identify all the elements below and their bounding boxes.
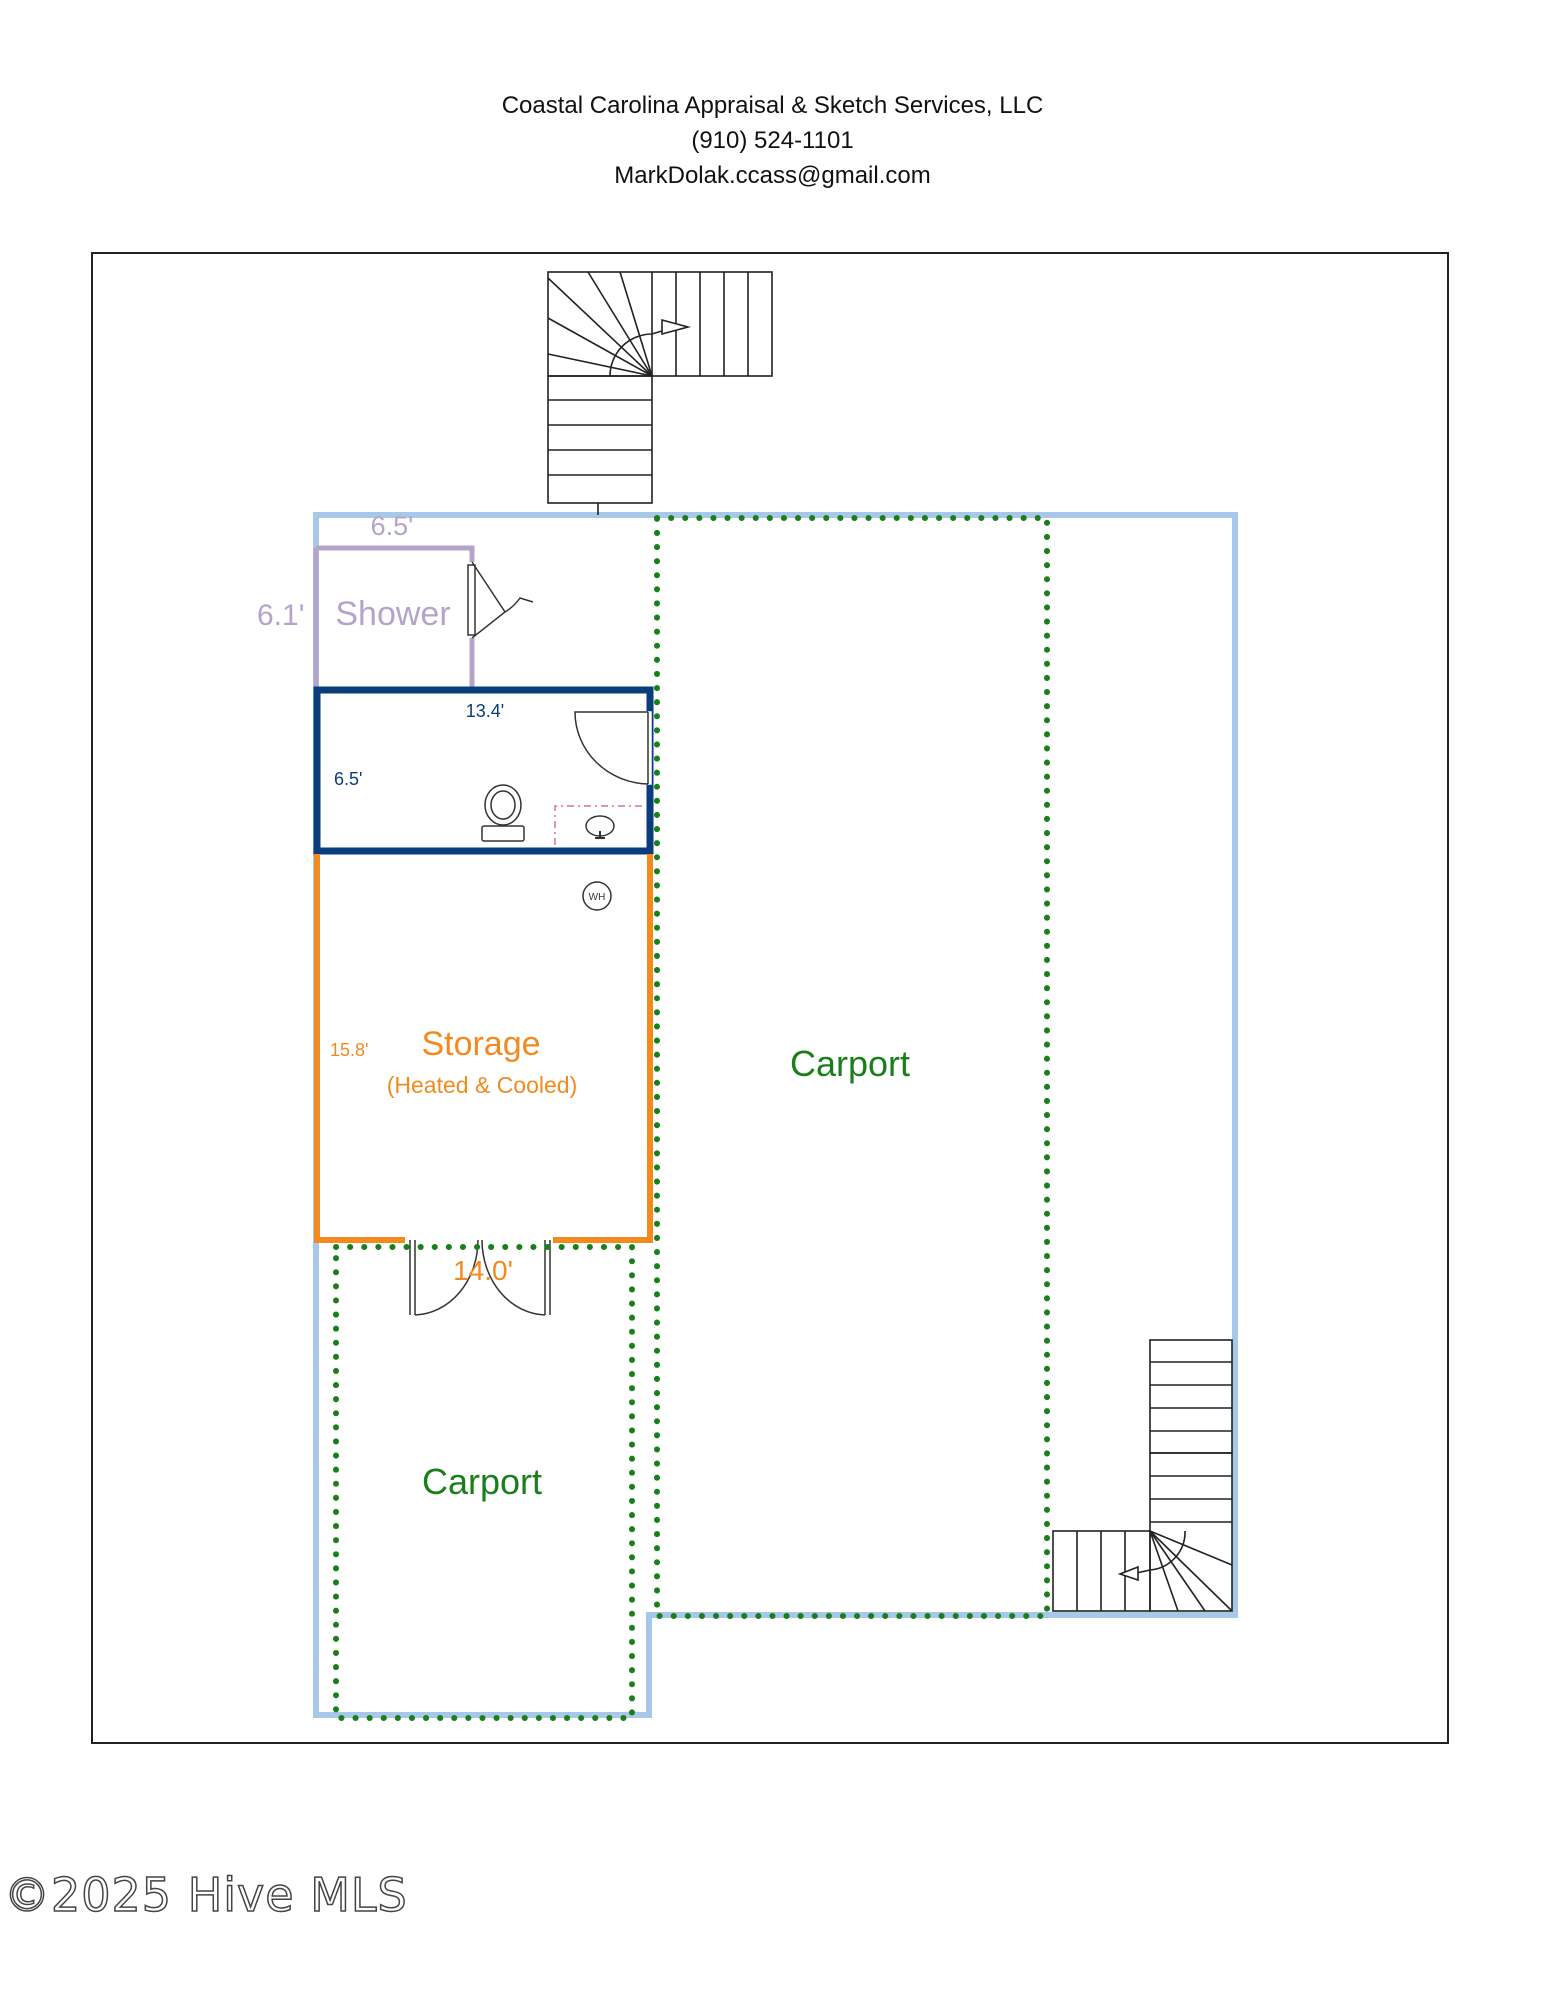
storage-room: WH 15.8' Storage (Heated & Cooled) 14.0': [314, 854, 653, 1316]
water-heater-icon: WH: [582, 881, 612, 911]
storage-note: (Heated & Cooled): [387, 1072, 578, 1098]
stair-top: [547, 271, 773, 515]
shower-door: [467, 561, 534, 639]
company-name: Coastal Carolina Appraisal & Sketch Serv…: [501, 92, 1044, 119]
toilet-icon: [481, 784, 525, 842]
bath-width-label: 13.4': [466, 701, 504, 721]
company-email: MarkDolak.ccass@gmail.com: [614, 162, 931, 189]
drawing-frame: [91, 252, 1449, 1744]
carport-main-label: Carport: [790, 1043, 910, 1084]
shower-width-label: 6.5': [371, 511, 414, 541]
carport-small-label: Carport: [422, 1461, 542, 1502]
bath-door: [574, 711, 652, 785]
vanity-sink-icon: [554, 805, 646, 845]
svg-text:WH: WH: [589, 892, 606, 903]
bath-room: 13.4' 6.5': [313, 686, 654, 855]
storage-double-door: [409, 1239, 551, 1316]
stair-bottom: [1052, 1339, 1233, 1612]
shower-room: 6.5' 6.1' Shower: [257, 511, 534, 688]
shower-depth-label: 6.1': [257, 599, 304, 632]
storage-width-label: 14.0': [453, 1255, 513, 1286]
carport-small: Carport: [333, 1244, 635, 1721]
company-phone: (910) 524-1101: [691, 127, 854, 154]
bath-depth-label: 6.5': [334, 769, 362, 789]
carport-main: Carport: [654, 515, 1050, 1619]
mls-watermark: ©2025 Hive MLS: [3, 1867, 408, 1923]
storage-room-name: Storage: [421, 1025, 540, 1063]
shower-room-name: Shower: [335, 595, 450, 633]
building-outline: [313, 512, 1238, 1718]
storage-depth-label: 15.8': [330, 1040, 368, 1060]
